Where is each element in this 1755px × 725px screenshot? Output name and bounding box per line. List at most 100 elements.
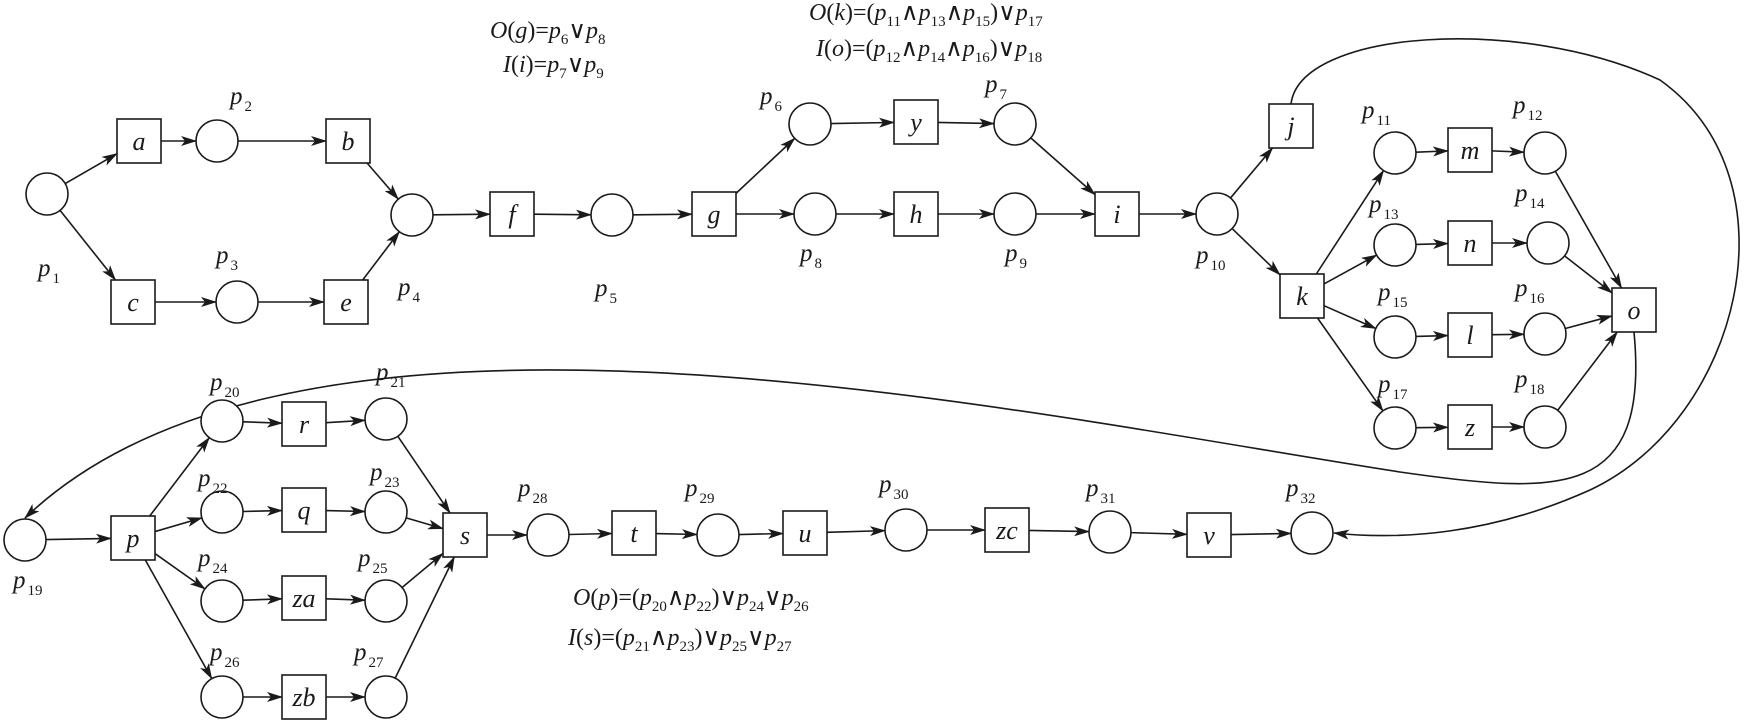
arc-b-to-p4 — [366, 162, 399, 200]
place-p25 — [364, 579, 408, 623]
transition-label-i: i — [1113, 200, 1120, 229]
place-label-subscript: 17 — [1393, 387, 1409, 403]
arc-p23-to-s — [405, 517, 444, 530]
formula-token: 16 — [975, 50, 991, 66]
place-label-subscript: 31 — [1101, 491, 1116, 507]
place-label-letter: p — [1360, 97, 1375, 124]
transition-p — [110, 515, 156, 561]
place-label-letter: p — [208, 639, 223, 666]
formula-token: )=( — [610, 585, 640, 611]
place-label-subscript: 32 — [1301, 491, 1316, 507]
arc-t-to-p29 — [655, 529, 699, 540]
arc-e-to-p4 — [362, 230, 400, 281]
formula-token: p — [638, 585, 652, 611]
place-label-subscript: 29 — [700, 491, 715, 507]
place-label-letter: p — [1194, 242, 1209, 269]
place-label-letter: p — [1003, 240, 1018, 267]
place-label-subscript: 6 — [775, 99, 783, 115]
arc-p-to-p22 — [154, 517, 203, 533]
place-p8 — [793, 192, 837, 236]
arc-p10-to-j — [1229, 147, 1274, 199]
transition-o — [1611, 287, 1657, 333]
formula-token: )∨ — [694, 625, 720, 651]
arc-p14-to-o — [1564, 255, 1613, 294]
place-label-subscript: 20 — [225, 385, 240, 401]
formula-token: 11 — [887, 14, 901, 30]
arc-j-to-p32-curved — [1290, 38, 1740, 540]
place-label-subscript: 14 — [1530, 196, 1546, 212]
formula-token: 17 — [1028, 14, 1044, 30]
transition-label-g: g — [708, 200, 721, 229]
place-p9 — [993, 192, 1037, 236]
transition-label-b: b — [342, 127, 355, 156]
formula-token: ∧ — [946, 0, 964, 26]
arc-p16-to-o — [1565, 315, 1613, 330]
formula-token: 8 — [598, 32, 606, 48]
nodes-layer — [3, 99, 1657, 720]
place-p11 — [1373, 131, 1417, 175]
formula-token: )∨ — [711, 585, 737, 611]
place-label-letter: p — [1367, 191, 1382, 218]
transition-label-r: r — [299, 410, 310, 439]
arc-r-to-p21 — [325, 416, 367, 427]
transition-v — [1186, 512, 1232, 558]
transition-label-za: za — [291, 584, 315, 613]
place-p26 — [200, 675, 244, 719]
place-label-letter: p — [593, 275, 608, 302]
transition-label-y: y — [907, 108, 922, 137]
arc-p28-to-t — [568, 528, 613, 539]
formula-token: I — [502, 52, 512, 78]
transition-label-p: p — [125, 524, 140, 553]
formula-token: ( — [826, 0, 834, 26]
formula-token: p — [665, 625, 679, 651]
place-p2 — [195, 119, 239, 163]
formula-token: p — [961, 36, 975, 62]
place-label-subscript: 9 — [1020, 256, 1028, 272]
formula-is: I(s)=(p21∧p23)∨p25∨p27 — [567, 625, 792, 655]
place-label-subscript: 16 — [1530, 291, 1546, 307]
formula-token: )∨ — [990, 36, 1016, 62]
place-label-subscript: 3 — [231, 258, 239, 274]
transition-label-j: j — [1284, 112, 1294, 141]
place-label-subscript: 8 — [815, 256, 823, 272]
place-p1 — [25, 172, 69, 216]
place-label-letter: p — [758, 83, 773, 110]
arc-p11-to-m — [1415, 146, 1449, 157]
arc-k-to-p13 — [1323, 254, 1378, 285]
arc-p1-to-a — [64, 152, 118, 185]
formula-token: p — [718, 625, 732, 651]
place-p18 — [1523, 405, 1567, 449]
formula-token: s — [584, 625, 593, 651]
arc-p18-to-o — [1557, 331, 1618, 411]
arc-u-to-p30 — [826, 526, 887, 537]
place-label-letter: p — [877, 471, 892, 498]
formula-token: ∧ — [667, 585, 685, 611]
place-label-letter: p — [396, 274, 411, 301]
transition-j — [1268, 103, 1314, 149]
transition-i — [1094, 191, 1140, 237]
place-p19 — [3, 518, 47, 562]
formula-op: O(p)=(p20∧p22)∨p24∨p26 — [573, 585, 809, 615]
place-label-letter: p — [352, 639, 367, 666]
place-label-subscript: 22 — [213, 481, 228, 497]
place-label-letter: p — [214, 242, 229, 269]
transition-label-e: e — [340, 288, 352, 317]
formula-token: p — [545, 52, 559, 78]
arc-p12-to-o — [1554, 170, 1623, 289]
formula-token: p — [596, 585, 610, 611]
arc-p27-to-s — [394, 556, 455, 679]
place-label-subscript: 4 — [413, 290, 421, 306]
transition-label-u: u — [799, 519, 812, 548]
formula-token: p — [916, 36, 930, 62]
transition-label-k: k — [1296, 282, 1308, 311]
